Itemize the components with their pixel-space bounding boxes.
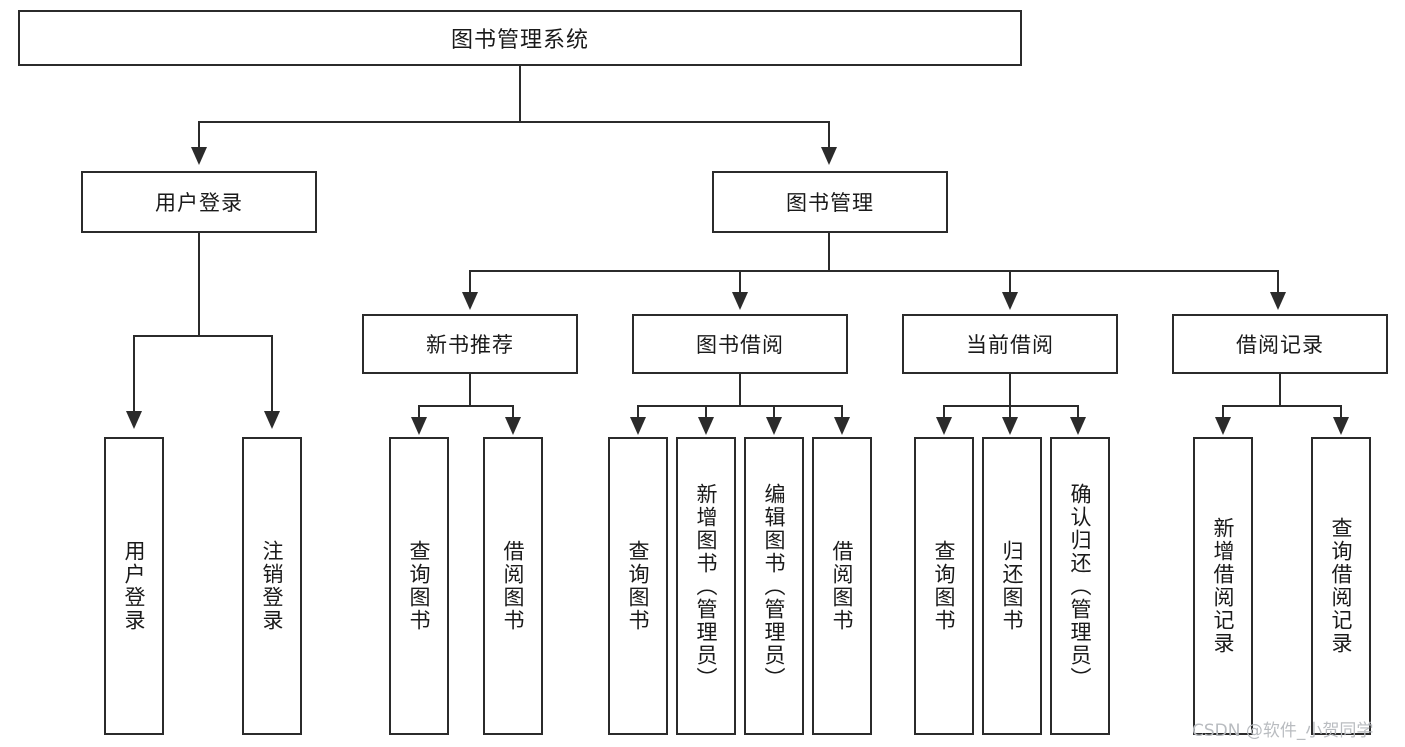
connector-root-stem [519, 66, 521, 122]
connector-new-book-leaf-2 [512, 405, 514, 419]
node-new-book-recommend[interactable]: 新书推荐 [362, 314, 578, 374]
node-label: 用户登录 [155, 191, 243, 215]
arrow-user-login-leaf-1 [126, 411, 142, 429]
node-leaf-return-book[interactable]: 归还图书 [982, 437, 1042, 735]
arrow-current-borrow-leaf-1 [936, 417, 952, 435]
connector-book-borrow-leaf-3 [773, 405, 775, 419]
node-label: 查询图书 [626, 540, 651, 632]
arrow-book-borrow-leaf-1 [630, 417, 646, 435]
node-current-borrow[interactable]: 当前借阅 [902, 314, 1118, 374]
connector-book-management-stem [828, 233, 830, 271]
node-book-borrow[interactable]: 图书借阅 [632, 314, 848, 374]
node-label: 查询借阅记录 [1329, 517, 1354, 655]
watermark: CSDN @软件_小贺同学 [1192, 721, 1374, 741]
node-book-management[interactable]: 图书管理 [712, 171, 948, 233]
connector-book-borrow-leaf-2 [705, 405, 707, 419]
connector-bm-to-current-borrow [1009, 270, 1011, 294]
connector-bm-to-borrow-record [1277, 270, 1279, 294]
node-label: 用户登录 [122, 540, 147, 632]
connector-current-borrow-leaf-2 [1009, 405, 1011, 419]
node-leaf-query-book-current[interactable]: 查询图书 [914, 437, 974, 735]
arrow-bm-to-book-borrow [732, 292, 748, 310]
arrow-bm-to-new-book [462, 292, 478, 310]
arrow-borrow-record-leaf-1 [1215, 417, 1231, 435]
connector-borrow-record-stem [1279, 374, 1281, 406]
node-leaf-user-login[interactable]: 用户登录 [104, 437, 164, 735]
connector-new-book-stem [469, 374, 471, 406]
node-leaf-query-book-recommend[interactable]: 查询图书 [389, 437, 449, 735]
node-leaf-logout[interactable]: 注销登录 [242, 437, 302, 735]
connector-new-book-leaf-1 [418, 405, 420, 419]
arrow-current-borrow-leaf-3 [1070, 417, 1086, 435]
node-label: 图书管理 [786, 191, 874, 215]
connector-book-borrow-leaf-1 [637, 405, 639, 419]
connector-book-management-bus [469, 270, 1279, 272]
arrow-root-to-user-login [191, 147, 207, 165]
node-book-management-system[interactable]: 图书管理系统 [18, 10, 1022, 66]
connector-book-borrow-leaf-4 [841, 405, 843, 419]
connector-current-borrow-bus [943, 405, 1079, 407]
connector-borrow-record-bus [1222, 405, 1342, 407]
connector-bm-to-new-book [469, 270, 471, 294]
connector-new-book-bus [418, 405, 514, 407]
arrow-book-borrow-leaf-4 [834, 417, 850, 435]
connector-current-borrow-leaf-3 [1077, 405, 1079, 419]
node-label: 借阅图书 [501, 540, 526, 632]
arrow-current-borrow-leaf-2 [1002, 417, 1018, 435]
arrow-user-login-leaf-2 [264, 411, 280, 429]
node-label: 新增借阅记录 [1211, 517, 1236, 655]
node-label: 图书管理系统 [450, 28, 589, 53]
node-label: 图书借阅 [696, 333, 784, 357]
node-leaf-borrow-book[interactable]: 借阅图书 [812, 437, 872, 735]
connector-current-borrow-stem [1009, 374, 1011, 406]
node-borrow-record[interactable]: 借阅记录 [1172, 314, 1388, 374]
node-label: 查询图书 [407, 540, 432, 632]
node-leaf-borrow-book-recommend[interactable]: 借阅图书 [483, 437, 543, 735]
connector-user-login-leaf-1 [133, 335, 135, 413]
arrow-new-book-leaf-2 [505, 417, 521, 435]
arrow-new-book-leaf-1 [411, 417, 427, 435]
connector-book-borrow-stem [739, 374, 741, 406]
connector-user-login-bus [133, 335, 273, 337]
node-label: 查询图书 [932, 540, 957, 632]
connector-root-to-user-login [198, 121, 200, 149]
arrow-book-borrow-leaf-3 [766, 417, 782, 435]
node-leaf-query-book[interactable]: 查询图书 [608, 437, 668, 735]
arrow-bm-to-borrow-record [1270, 292, 1286, 310]
connector-root-bus [198, 121, 830, 123]
connector-current-borrow-leaf-1 [943, 405, 945, 419]
node-label: 当前借阅 [966, 333, 1054, 357]
node-label: 新增图书（管理员） [694, 482, 719, 690]
connector-borrow-record-leaf-2 [1340, 405, 1342, 419]
node-label: 注销登录 [260, 540, 285, 632]
connector-user-login-leaf-2 [271, 335, 273, 413]
node-leaf-query-borrow-record[interactable]: 查询借阅记录 [1311, 437, 1371, 735]
node-leaf-add-book-admin[interactable]: 新增图书（管理员） [676, 437, 736, 735]
node-label: 借阅图书 [830, 540, 855, 632]
connector-borrow-record-leaf-1 [1222, 405, 1224, 419]
arrow-borrow-record-leaf-2 [1333, 417, 1349, 435]
node-label: 归还图书 [1000, 540, 1025, 632]
node-label: 编辑图书（管理员） [762, 482, 787, 690]
node-label: 新书推荐 [426, 333, 514, 357]
node-user-login[interactable]: 用户登录 [81, 171, 317, 233]
node-leaf-add-borrow-record[interactable]: 新增借阅记录 [1193, 437, 1253, 735]
connector-user-login-stem [198, 233, 200, 336]
arrow-root-to-book-management [821, 147, 837, 165]
node-leaf-confirm-return-admin[interactable]: 确认归还（管理员） [1050, 437, 1110, 735]
connector-bm-to-book-borrow [739, 270, 741, 294]
node-leaf-edit-book-admin[interactable]: 编辑图书（管理员） [744, 437, 804, 735]
connector-book-borrow-bus [637, 405, 843, 407]
node-label: 借阅记录 [1236, 333, 1324, 357]
connector-root-to-book-management [828, 121, 830, 149]
node-label: 确认归还（管理员） [1068, 482, 1093, 690]
arrow-book-borrow-leaf-2 [698, 417, 714, 435]
arrow-bm-to-current-borrow [1002, 292, 1018, 310]
